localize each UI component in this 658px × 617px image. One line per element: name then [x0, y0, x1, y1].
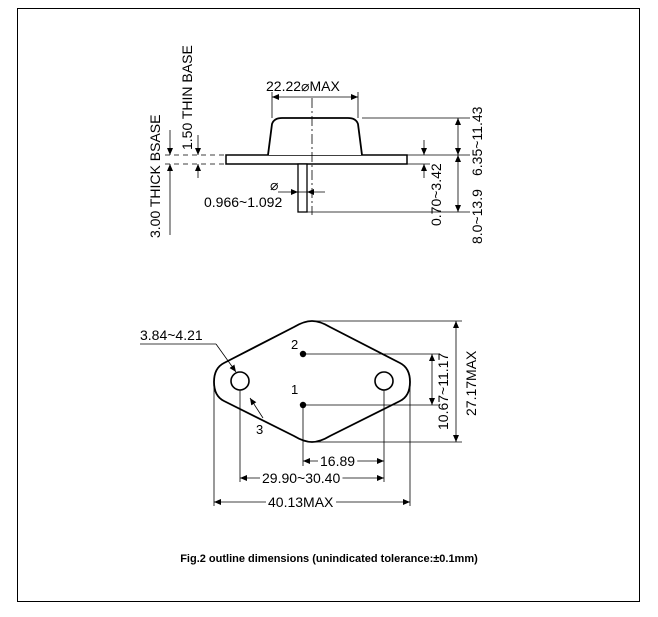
lead-diameter-label: 0.966~1.092 [204, 194, 282, 210]
half-pitch-label-knockout [318, 453, 358, 469]
half-pitch-label: 16.89 [320, 453, 355, 469]
height-lower-label: 8.0~13.9 [469, 189, 485, 244]
height-total-label: 6.35~11.43 [469, 106, 485, 176]
figure-caption: Fig.2 outline dimensions (unindicated to… [180, 553, 478, 565]
base-flange [225, 154, 408, 165]
overall-width-label: 40.13MAX [268, 494, 334, 510]
top-view [140, 320, 462, 506]
overall-height-label: 27.17MAX [463, 350, 479, 416]
cap-body [267, 117, 363, 156]
top-view-labels: 3.84~4.21 2 1 3 10.67~11.17 27.17MAX 16.… [140, 327, 479, 510]
hole-pitch-label-knockout [260, 470, 343, 486]
pin-spacing-label: 10.67~11.17 [435, 353, 451, 430]
pin-1-label: 1 [291, 382, 298, 397]
thin-base-label: 1.50 THIN BASE [179, 45, 195, 150]
package-outline [213, 320, 411, 443]
lead-protrusion-label: 0.70~3.42 [428, 163, 444, 226]
overall-width-label-knockout [266, 494, 337, 510]
thick-base-label: 3.00 THICK BSASE [147, 115, 163, 238]
side-view-labels: 22.22⌀MAX 6.35~11.43 8.0~13.9 0.70~3.42 … [147, 45, 485, 244]
figure-frame [17, 8, 640, 602]
lead [297, 163, 308, 213]
hole-diameter-label: 3.84~4.21 [140, 327, 203, 343]
flange-width-label: 22.22⌀MAX [266, 78, 340, 94]
pin-2-label: 2 [291, 337, 298, 352]
side-view [165, 92, 470, 235]
pin-3-label: 3 [256, 422, 263, 437]
hole-pitch-label: 29.90~30.40 [262, 470, 340, 486]
lead-diameter-symbol: ⌀ [270, 177, 278, 193]
